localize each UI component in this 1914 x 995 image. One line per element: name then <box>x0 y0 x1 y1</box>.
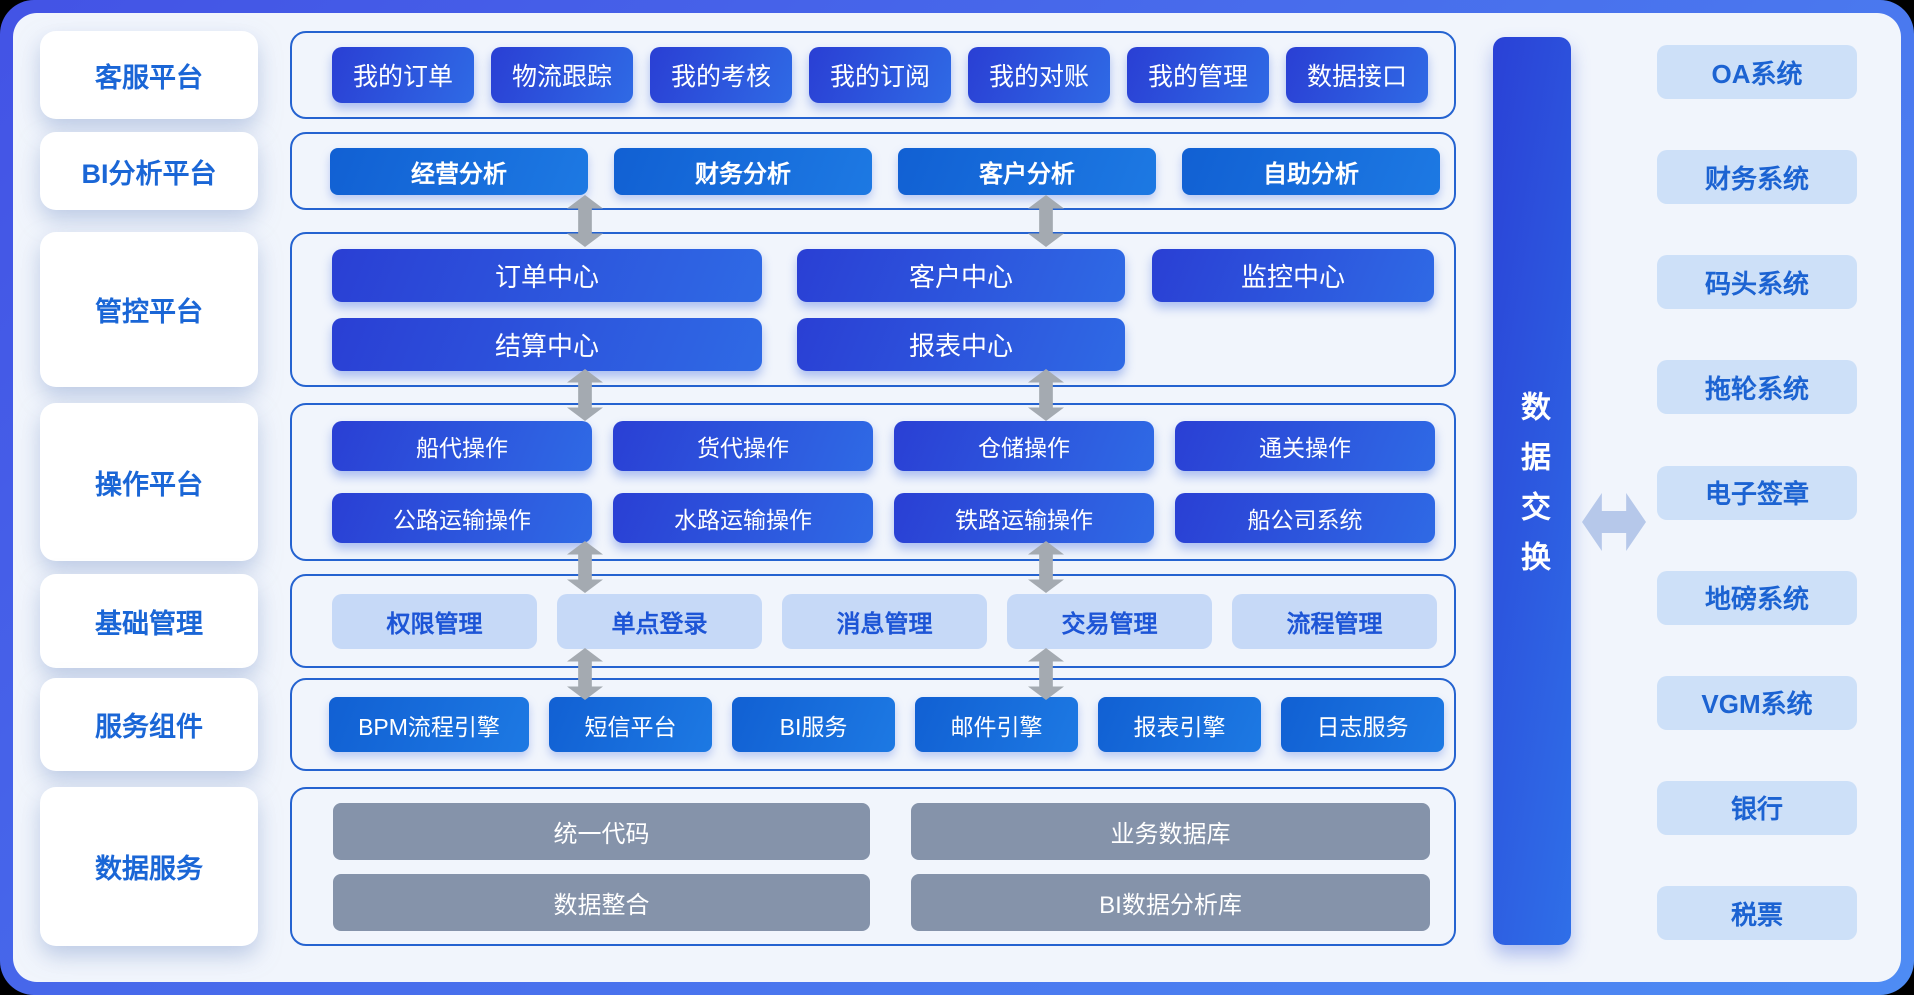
external-system-node[interactable]: 拖轮系统 <box>1657 360 1857 415</box>
control-center-node[interactable]: 监控中心 <box>1152 248 1434 302</box>
bi-analysis-node[interactable]: 客户分析 <box>898 147 1156 195</box>
platform-label-control: 管控平台 <box>40 232 258 387</box>
operation-node[interactable]: 水路运输操作 <box>613 493 873 543</box>
panel-base-management: 权限管理 单点登录 消息管理 交易管理 流程管理 <box>290 574 1456 668</box>
service-component-node[interactable]: 报表引擎 <box>1098 697 1261 752</box>
panel-control: 订单中心 客户中心 监控中心 结算中心 报表中心 <box>290 232 1456 387</box>
external-system-node[interactable]: 电子签章 <box>1657 465 1857 520</box>
base-mgmt-node[interactable]: 消息管理 <box>782 593 987 649</box>
service-component-node[interactable]: BI服务 <box>732 697 895 752</box>
operation-node[interactable]: 船代操作 <box>332 421 592 471</box>
external-systems-column: OA系统 财务系统 码头系统 拖轮系统 电子签章 地磅系统 VGM系统 银行 税… <box>1657 45 1857 940</box>
base-mgmt-node[interactable]: 单点登录 <box>557 593 762 649</box>
base-mgmt-node[interactable]: 交易管理 <box>1007 593 1212 649</box>
external-system-node[interactable]: OA系统 <box>1657 45 1857 99</box>
panel-bi-analysis: 经营分析 财务分析 客户分析 自助分析 <box>290 132 1456 210</box>
external-system-node[interactable]: 地磅系统 <box>1657 570 1857 625</box>
platform-label-base-management: 基础管理 <box>40 574 258 668</box>
service-component-node[interactable]: 日志服务 <box>1281 697 1444 752</box>
bi-analysis-node[interactable]: 经营分析 <box>330 147 588 195</box>
external-system-node[interactable]: 财务系统 <box>1657 150 1857 205</box>
panel-service-components: BPM流程引擎 短信平台 BI服务 邮件引擎 报表引擎 日志服务 <box>290 678 1456 771</box>
operation-node[interactable]: 货代操作 <box>613 421 873 471</box>
customer-platform-node[interactable]: 我的订阅 <box>809 47 951 103</box>
platform-label-bi-analysis: BI分析平台 <box>40 132 258 210</box>
customer-platform-node[interactable]: 我的管理 <box>1127 47 1269 103</box>
external-system-node[interactable]: VGM系统 <box>1657 675 1857 730</box>
operation-node[interactable]: 铁路运输操作 <box>894 493 1154 543</box>
data-service-node[interactable]: 业务数据库 <box>911 802 1430 860</box>
control-center-node[interactable]: 客户中心 <box>797 248 1125 302</box>
panel-operation: 船代操作 货代操作 仓储操作 通关操作 公路运输操作 水路运输操作 铁路运输操作… <box>290 403 1456 561</box>
platform-label-service-components: 服务组件 <box>40 678 258 771</box>
customer-platform-node[interactable]: 我的考核 <box>650 47 792 103</box>
operation-node[interactable]: 公路运输操作 <box>332 493 592 543</box>
service-component-node[interactable]: 邮件引擎 <box>915 697 1078 752</box>
operation-node[interactable]: 仓储操作 <box>894 421 1154 471</box>
data-exchange-label: 数据交换 <box>1516 391 1549 591</box>
bi-analysis-node[interactable]: 财务分析 <box>614 147 872 195</box>
platform-label-customer-service: 客服平台 <box>40 31 258 119</box>
panel-customer-service: 我的订单 物流跟踪 我的考核 我的订阅 我的对账 我的管理 数据接口 <box>290 31 1456 119</box>
customer-platform-node[interactable]: 数据接口 <box>1286 47 1428 103</box>
customer-platform-node[interactable]: 我的订单 <box>332 47 474 103</box>
operation-node[interactable]: 船公司系统 <box>1175 493 1435 543</box>
panel-data-services: 统一代码 业务数据库 数据整合 BI数据分析库 <box>290 787 1456 946</box>
external-system-node[interactable]: 税票 <box>1657 886 1857 940</box>
bi-analysis-node[interactable]: 自助分析 <box>1182 147 1440 195</box>
data-service-node[interactable]: 统一代码 <box>333 802 870 860</box>
control-center-node[interactable]: 报表中心 <box>797 317 1125 371</box>
base-mgmt-node[interactable]: 流程管理 <box>1232 593 1437 649</box>
data-exchange-bar[interactable]: 数据交换 <box>1493 37 1571 945</box>
platform-label-operation: 操作平台 <box>40 403 258 561</box>
base-mgmt-node[interactable]: 权限管理 <box>332 593 537 649</box>
data-service-node[interactable]: 数据整合 <box>333 873 870 931</box>
external-system-node[interactable]: 码头系统 <box>1657 255 1857 310</box>
customer-platform-node[interactable]: 物流跟踪 <box>491 47 633 103</box>
service-component-node[interactable]: BPM流程引擎 <box>329 697 529 752</box>
customer-platform-node[interactable]: 我的对账 <box>968 47 1110 103</box>
platform-label-data-services: 数据服务 <box>40 787 258 946</box>
external-system-node[interactable]: 银行 <box>1657 780 1857 835</box>
operation-node[interactable]: 通关操作 <box>1175 421 1435 471</box>
control-center-node[interactable]: 订单中心 <box>332 248 762 302</box>
data-service-node[interactable]: BI数据分析库 <box>911 873 1430 931</box>
service-component-node[interactable]: 短信平台 <box>549 697 712 752</box>
control-center-node[interactable]: 结算中心 <box>332 317 762 371</box>
